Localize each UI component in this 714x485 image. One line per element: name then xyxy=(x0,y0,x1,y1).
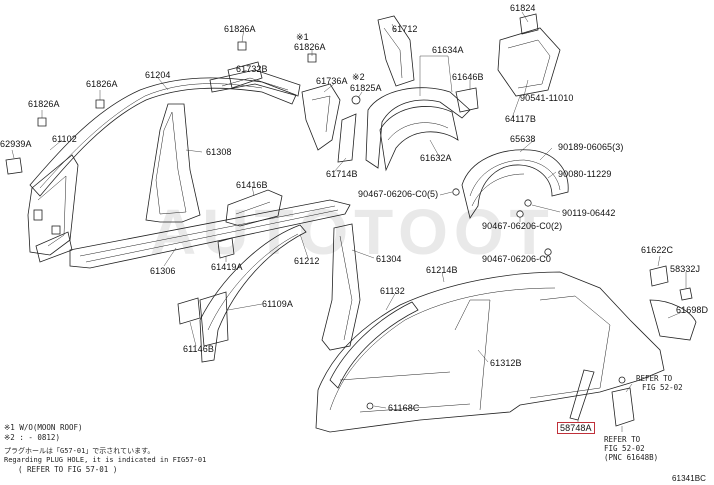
refer-note-line: REFER TO xyxy=(604,435,641,444)
label-61214b: 61214B xyxy=(426,265,458,275)
footnote: Regarding PLUG HOLE, it is indicated in … xyxy=(4,456,207,464)
refer-note-line: FIG 52-02 xyxy=(604,444,645,453)
label-61634a: 61634A xyxy=(432,45,464,55)
figure-code: 61341BC xyxy=(672,474,707,483)
label-61306: 61306 xyxy=(150,266,176,276)
label-90467-1: 90467-06206-C0 xyxy=(482,254,551,264)
label-61632a: 61632A xyxy=(420,153,452,163)
front-pillar-inner-part xyxy=(199,224,307,363)
label-61308: 61308 xyxy=(206,147,232,157)
label-61204: 61204 xyxy=(145,70,171,80)
label-64117b: 64117B xyxy=(505,114,536,124)
label-61646b: 61646B xyxy=(452,72,484,82)
label-90189-06065: 90189-06065(3) xyxy=(558,142,624,152)
footnote: ※1 W/O(MOON ROOF) xyxy=(4,423,83,432)
part-61824 xyxy=(519,13,539,35)
part-64117b xyxy=(497,27,561,97)
footnote: ※2 : - 0812) xyxy=(4,433,60,442)
fender-liner-part xyxy=(461,149,569,219)
center-pillar-outer-part xyxy=(321,223,361,351)
label-61698d: 61698D xyxy=(676,305,709,315)
clip-61826a-1 xyxy=(95,99,105,109)
body-side-outer-part xyxy=(315,271,665,433)
label-61168c: 61168C xyxy=(388,403,420,413)
part-61622c xyxy=(649,265,669,287)
refer-note-line: FIG 52-02 xyxy=(642,383,683,392)
wheelhouse-part xyxy=(365,87,479,172)
label-61312b: 61312B xyxy=(490,358,522,368)
label-61102: 61102 xyxy=(52,134,77,144)
label-65638: 65638 xyxy=(510,134,536,144)
mark-1: ※1 xyxy=(296,32,309,42)
label-61419a: 61419A xyxy=(211,262,243,272)
clip-61826a-4 xyxy=(307,53,317,63)
label-90080-11229: 90080-11229 xyxy=(558,169,612,179)
part-61698d xyxy=(649,299,697,341)
part-61736a xyxy=(301,83,341,151)
bracket-61146b xyxy=(177,297,201,325)
clip-61826a-3 xyxy=(237,41,247,51)
label-61714b: 61714B xyxy=(326,169,358,179)
label-90119-06442: 90119-06442 xyxy=(562,208,616,218)
label-61736a: 61736A xyxy=(316,76,348,86)
label-90467-5: 90467-06206-C0(5) xyxy=(358,189,439,199)
part-61714b xyxy=(337,113,357,163)
label-58332j: 58332J xyxy=(670,264,701,274)
part-58332j xyxy=(679,287,693,301)
part-61732b xyxy=(227,61,263,89)
watermark-text: AUTOTOOT xyxy=(150,196,555,268)
bracket-61419a xyxy=(217,237,235,259)
roof-rail-part xyxy=(29,69,301,197)
label-61132: 61132 xyxy=(380,286,405,296)
bracket-61416b xyxy=(225,189,283,227)
rocker-part xyxy=(69,199,351,269)
label-61304: 61304 xyxy=(376,254,402,264)
center-pillar-part xyxy=(145,103,201,223)
label-62939a: 62939A xyxy=(0,139,32,149)
label-61416b: 61416B xyxy=(236,180,268,190)
footnote: ( REFER TO FIG 57-01 ) xyxy=(18,465,118,474)
label-61826a: 61826A xyxy=(28,99,60,109)
front-pillar-part xyxy=(27,154,79,263)
clip-62939a xyxy=(5,157,23,175)
part-61712 xyxy=(377,15,415,87)
label-90467-2: 90467-06206-C0(2) xyxy=(482,221,563,231)
label-90541-11010: 90541-11010 xyxy=(520,93,574,103)
label-61826a: 61826A xyxy=(224,24,256,34)
label-61826a: 61826A xyxy=(294,42,326,52)
clip-61826a-2 xyxy=(37,117,47,127)
label-61146b: 61146B xyxy=(183,344,214,354)
label-61824: 61824 xyxy=(510,3,536,13)
label-61622c: 61622C xyxy=(641,245,674,255)
refer-note-line: REFER TO xyxy=(636,374,673,383)
part-refer-61648b xyxy=(611,387,635,427)
label-61732b: 61732B xyxy=(236,64,268,74)
label-61212: 61212 xyxy=(294,256,320,266)
mark-2: ※2 xyxy=(352,72,365,82)
label-61712: 61712 xyxy=(392,24,418,34)
label-58748a-highlighted[interactable]: 58748A xyxy=(557,422,595,434)
label-61109a: 61109A xyxy=(262,299,293,309)
leader-lines xyxy=(11,11,687,432)
footnote: プラグホールは「G57-01」で示されています。 xyxy=(4,447,155,455)
label-61826a: 61826A xyxy=(86,79,118,89)
refer-note-line: (PNC 61648B) xyxy=(604,453,659,462)
label-61825a: 61825A xyxy=(350,83,382,93)
